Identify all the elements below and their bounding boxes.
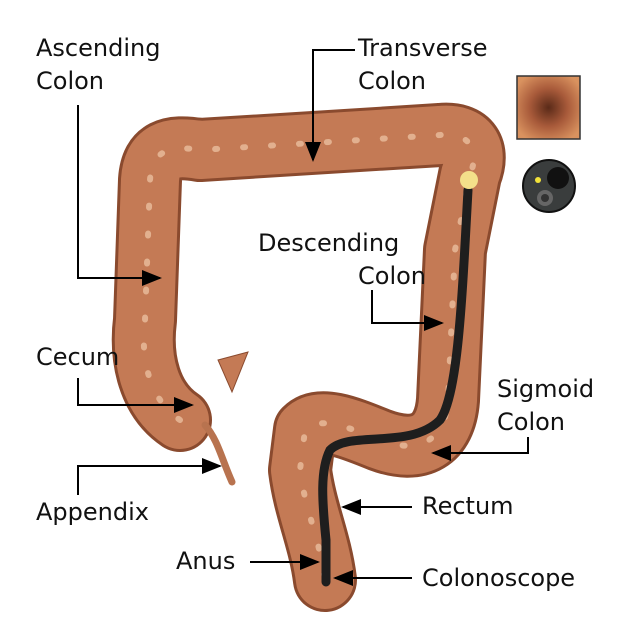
label-anus: Anus [176, 547, 236, 575]
pointer-lines [77, 49, 529, 586]
appendix [201, 421, 236, 486]
label-colonoscope: Colonoscope [422, 564, 576, 592]
endoscopic-view-image [516, 75, 581, 140]
label-appendix: Appendix [36, 498, 149, 526]
colonoscope-tube [318, 185, 473, 587]
scope-light [460, 171, 478, 189]
label-rectum: Rectum [422, 492, 514, 520]
label-cecum: Cecum [36, 343, 120, 371]
